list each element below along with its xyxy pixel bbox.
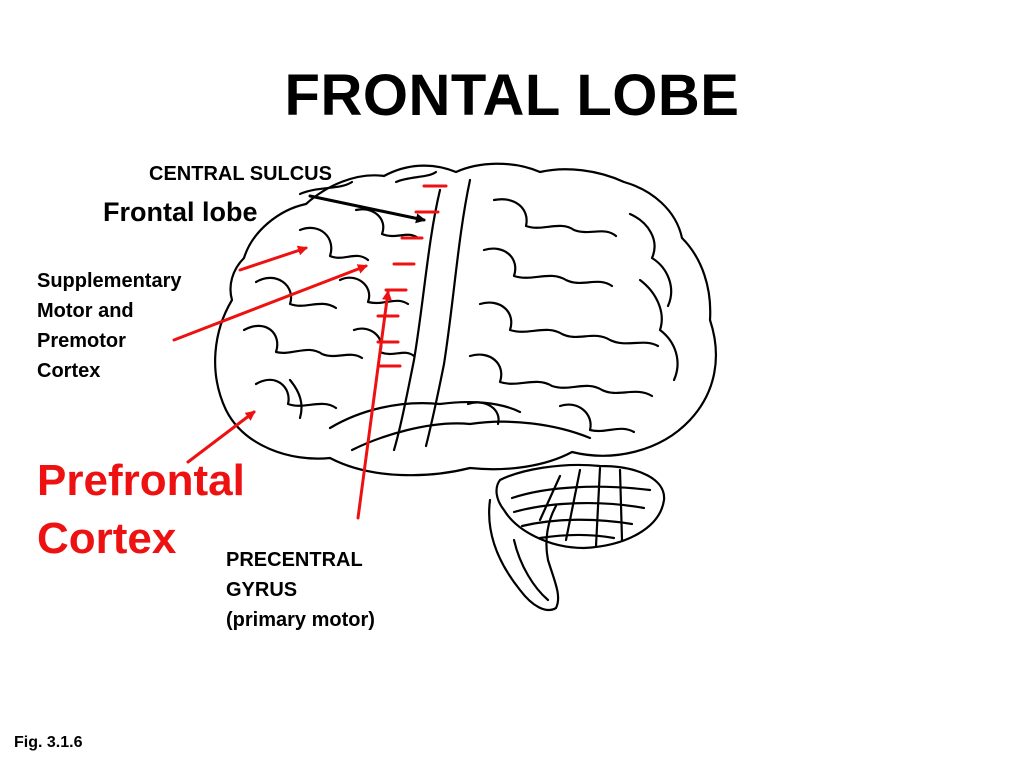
sylvian-fissure <box>328 400 522 430</box>
prefrontal-line: Cortex <box>37 514 177 563</box>
prefrontal-arrow <box>186 410 256 464</box>
central-sulcus-arrow <box>308 194 426 224</box>
central-sulcus-label: CENTRAL SULCUS <box>149 163 332 185</box>
frontal-lobe-arrow <box>238 245 308 272</box>
precentral-line: PRECENTRAL <box>226 549 363 571</box>
precentral-line: GYRUS <box>226 579 298 601</box>
cerebrum-outline <box>214 162 717 477</box>
sma-line: Motor and <box>37 300 134 322</box>
cerebellum-outline <box>495 463 666 550</box>
slide-title: FRONTAL LOBE <box>284 63 740 128</box>
sma-line: Premotor <box>37 330 126 352</box>
pointer-arrows <box>172 194 426 520</box>
temporal-lobe-outline <box>350 420 592 452</box>
brainstem-outline <box>488 498 560 612</box>
precentral-gyrus-label: PRECENTRAL GYRUS (primary motor) <box>226 545 375 635</box>
prefrontal-line: Prefrontal <box>37 456 245 505</box>
precentral-arrow <box>356 290 392 520</box>
precentral-gyrus-outline <box>392 188 442 452</box>
central-sulcus-markers <box>376 184 448 368</box>
sma-line: Supplementary <box>37 270 182 292</box>
figure-caption: Fig. 3.1.6 <box>14 734 83 751</box>
sma-line: Cortex <box>37 360 101 382</box>
prefrontal-cortex-label: Prefrontal Cortex <box>37 452 245 568</box>
brain-illustration <box>214 162 717 612</box>
precentral-line: (primary motor) <box>226 609 375 631</box>
supplementary-motor-label: Supplementary Motor and Premotor Cortex <box>37 266 181 386</box>
premotor-arrow <box>172 264 368 342</box>
frontal-lobe-label: Frontal lobe <box>103 197 258 227</box>
